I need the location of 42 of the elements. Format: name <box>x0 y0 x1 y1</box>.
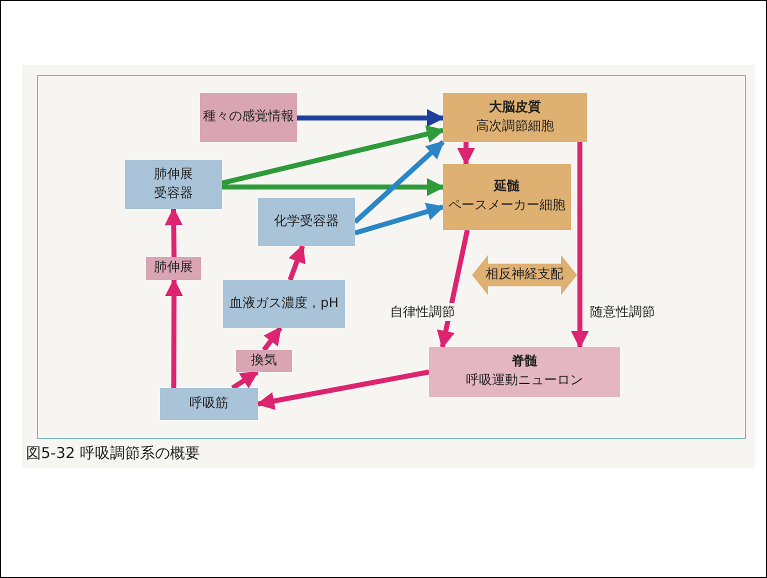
process-box <box>236 350 292 372</box>
process-box <box>429 347 620 397</box>
box-label: 肺伸展 <box>154 259 193 278</box>
arrow <box>164 207 183 258</box>
process-box <box>125 160 222 209</box>
box-label: 高次調節細胞 <box>476 118 554 136</box>
arrow <box>231 370 259 390</box>
arrow <box>222 178 445 196</box>
box-label: 呼吸運動ニューロン <box>466 372 583 390</box>
arrow <box>570 142 589 349</box>
arrow <box>165 278 183 388</box>
arrow <box>256 370 430 410</box>
arrow <box>457 142 476 166</box>
box-label: 肺伸展受容器 <box>153 166 194 202</box>
box-heading: 大脳皮質 <box>489 98 541 117</box>
arrow <box>221 125 445 186</box>
box-heading: 脊髄 <box>512 353 538 372</box>
process-box <box>258 198 355 246</box>
edge-label: 随意性調節 <box>590 303 655 321</box>
arrow <box>262 326 282 352</box>
box-label: 化学受容器 <box>274 212 339 231</box>
edge-label: 自律性調節 <box>390 303 455 321</box>
box-label: 血液ガス濃度，pH <box>229 294 339 313</box>
process-box <box>443 93 587 142</box>
process-box <box>160 388 258 420</box>
arrow <box>354 202 445 236</box>
process-box <box>146 257 201 280</box>
box-label: 換気 <box>251 352 277 370</box>
process-box <box>443 164 571 230</box>
process-box <box>223 280 345 328</box>
arrow <box>436 229 470 349</box>
box-label: 種々の感覚情報 <box>203 108 294 126</box>
arrow <box>353 140 445 224</box>
box-label: 呼吸筋 <box>190 394 228 413</box>
box-label: ペースメーカー細胞 <box>448 197 566 215</box>
double-arrow-shape <box>472 255 577 295</box>
box-heading: 延髄 <box>494 178 520 196</box>
arrow <box>297 109 445 127</box>
box-label: 相反神経支配 <box>486 266 564 284</box>
process-box <box>200 93 297 142</box>
figure-caption: 図5-32 呼吸調節系の概要 <box>26 444 200 463</box>
arrow <box>288 244 306 281</box>
